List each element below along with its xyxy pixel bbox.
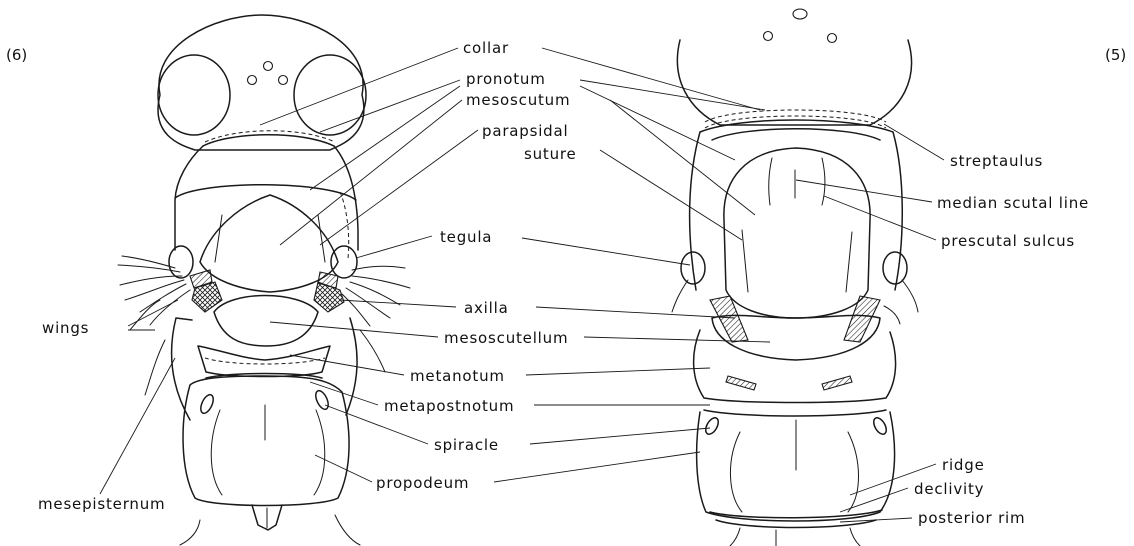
leader-median-scutal-line [796,180,932,202]
leader-collar-right [542,48,760,110]
right-metanotum-hatch-r [822,376,852,390]
left-tegula-right [331,246,357,278]
label-axilla: axilla [464,299,509,317]
leader-parapsidal-r [600,150,742,240]
right-petiole [730,528,860,546]
leader-lines [100,48,944,522]
left-specimen-drawing [118,15,410,545]
figure-number-right: (5) [1105,46,1126,64]
left-compound-eye-left [158,55,230,135]
right-metapostnotum [704,410,886,416]
right-head [677,40,911,125]
left-mesepisternum-l [172,318,192,420]
label-posterior-rim: posterior rim [918,509,1025,527]
left-parapsidal-suture-2 [318,215,325,262]
left-mesoscutum [200,195,338,292]
left-parapsidal-suture [215,215,222,262]
label-metanotum: metanotum [410,367,505,385]
leader-pronotum-l1 [320,80,460,132]
right-axilla-l [710,296,748,342]
figure-number-left: (6) [6,46,27,64]
leader-tegula-r [522,238,690,265]
leader-pronotum-l2 [310,86,460,190]
leader-pronotum-r1 [580,80,765,110]
left-mesoscutellum [214,296,318,347]
left-pronotum-front [203,135,334,146]
leader-collar-left [260,48,458,125]
right-ocellus-r [828,34,837,43]
leader-spiracle-r [530,428,710,444]
leader-mesepisternum [100,358,175,494]
right-pronotum-inner [712,129,880,140]
right-pronotum [690,120,903,290]
left-propodeum-ridge-r [314,410,325,495]
left-head [158,15,364,150]
left-wing-hairs-left [118,256,190,325]
leader-axilla-r [536,307,735,318]
label-spiracle: spiracle [434,436,499,454]
leader-metanotum-r [526,368,710,375]
left-legs [130,300,385,545]
right-parapsidal-r [846,232,852,292]
left-compound-eye-right [294,55,366,135]
label-mesepisternum: mesepisternum [38,495,165,513]
left-ocellus-3 [279,76,288,85]
right-declivity [710,510,882,518]
left-mesoscutum-front [175,185,356,200]
label-propodeum: propodeum [376,474,469,492]
left-metanotum-dash [205,358,325,364]
label-prescutal-sulcus: prescutal sulcus [941,232,1075,250]
leader-axilla-l [340,300,456,307]
left-spiracle-l [198,393,216,415]
right-median-ocellus [793,9,807,19]
label-mesoscutellum: mesoscutellum [444,329,568,347]
right-tegula-r [883,252,907,284]
label-parapsidal: parapsidal [482,122,568,140]
right-propodeum-ridge-r [848,432,859,512]
label-declivity: declivity [914,480,984,498]
right-parapsidal-l [742,230,748,292]
leader-mesoscutum-r [610,100,755,215]
right-streptaulus-band-2 [705,116,886,128]
label-suture: suture [524,145,577,163]
label-collar: collar [463,39,509,57]
left-spiracle-r [313,389,331,411]
label-pronotum: pronotum [466,70,546,88]
leader-streptaulus [884,124,944,160]
right-prescutal-sulcus-l [769,158,772,205]
leader-prescutal-sulcus [824,196,936,240]
left-ocellus-1 [264,62,273,71]
right-propodeum-ridge-l [730,432,742,512]
label-median-scutal-line: median scutal line [937,194,1089,212]
right-specimen-drawing [672,9,918,546]
right-axilla-r [844,296,880,342]
leader-metanotum-l [290,355,404,375]
label-streptaulus: streptaulus [950,152,1043,170]
left-ocellus-2 [248,76,257,85]
label-ridge: ridge [942,456,985,474]
right-ocellus-l [764,32,773,41]
label-metapostnotum: metapostnotum [384,397,514,415]
right-prescutal-sulcus-r [822,158,825,205]
right-spiracle-r [871,416,889,437]
left-tegula-left [169,246,193,278]
left-pronotum [175,146,358,250]
leader-propodeum-r [494,452,700,482]
left-propodeum-ridge-l [211,410,222,495]
right-mesoscutum [724,148,870,318]
leader-declivity [840,488,908,512]
label-wings: wings [42,319,89,337]
right-spiracle-l [703,416,721,437]
label-tegula: tegula [440,228,492,246]
label-mesoscutum: mesoscutum [466,91,570,109]
leader-tegula-l [356,236,432,258]
leader-pronotum-r2 [580,86,735,160]
leader-mesoscutum-l [280,100,462,245]
right-metanotum-hatch-l [726,376,756,390]
